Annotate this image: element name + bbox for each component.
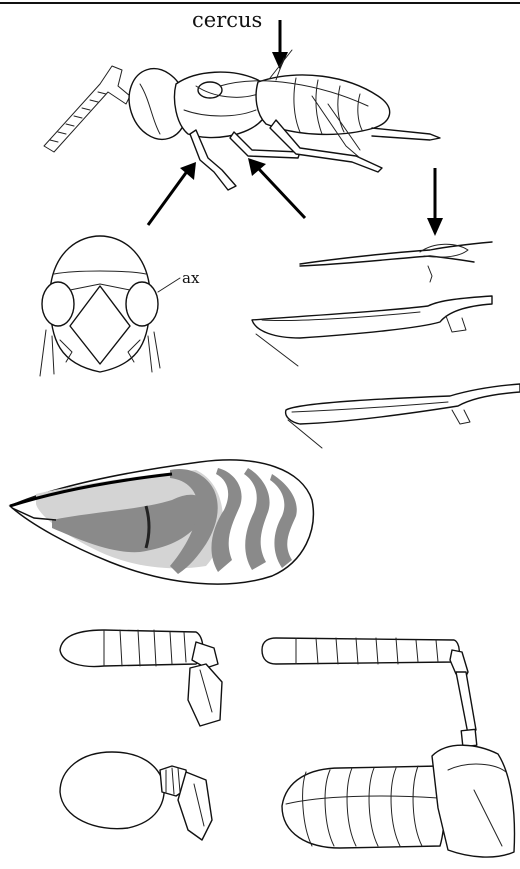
label-cercus: cercus (192, 8, 262, 32)
arrow-to-cercus (272, 20, 288, 70)
insect-habitus-lateral (44, 50, 440, 190)
leg-detail-2 (252, 296, 492, 366)
leg-detail-3 (286, 384, 520, 448)
arrow-to-leg-views (248, 158, 305, 218)
antenna-clubbed-a (60, 630, 222, 726)
leg-detail-1 (300, 242, 492, 282)
head-frontal-view (40, 236, 180, 376)
arrow-to-head-view (148, 162, 196, 225)
arrow-to-tibia-spur (427, 168, 443, 236)
antenna-clubbed-round (60, 752, 212, 840)
antenna-filiform (262, 638, 477, 747)
forewing (10, 460, 313, 584)
antenna-segmented-thick (282, 745, 514, 857)
label-ax: ax (182, 269, 200, 287)
